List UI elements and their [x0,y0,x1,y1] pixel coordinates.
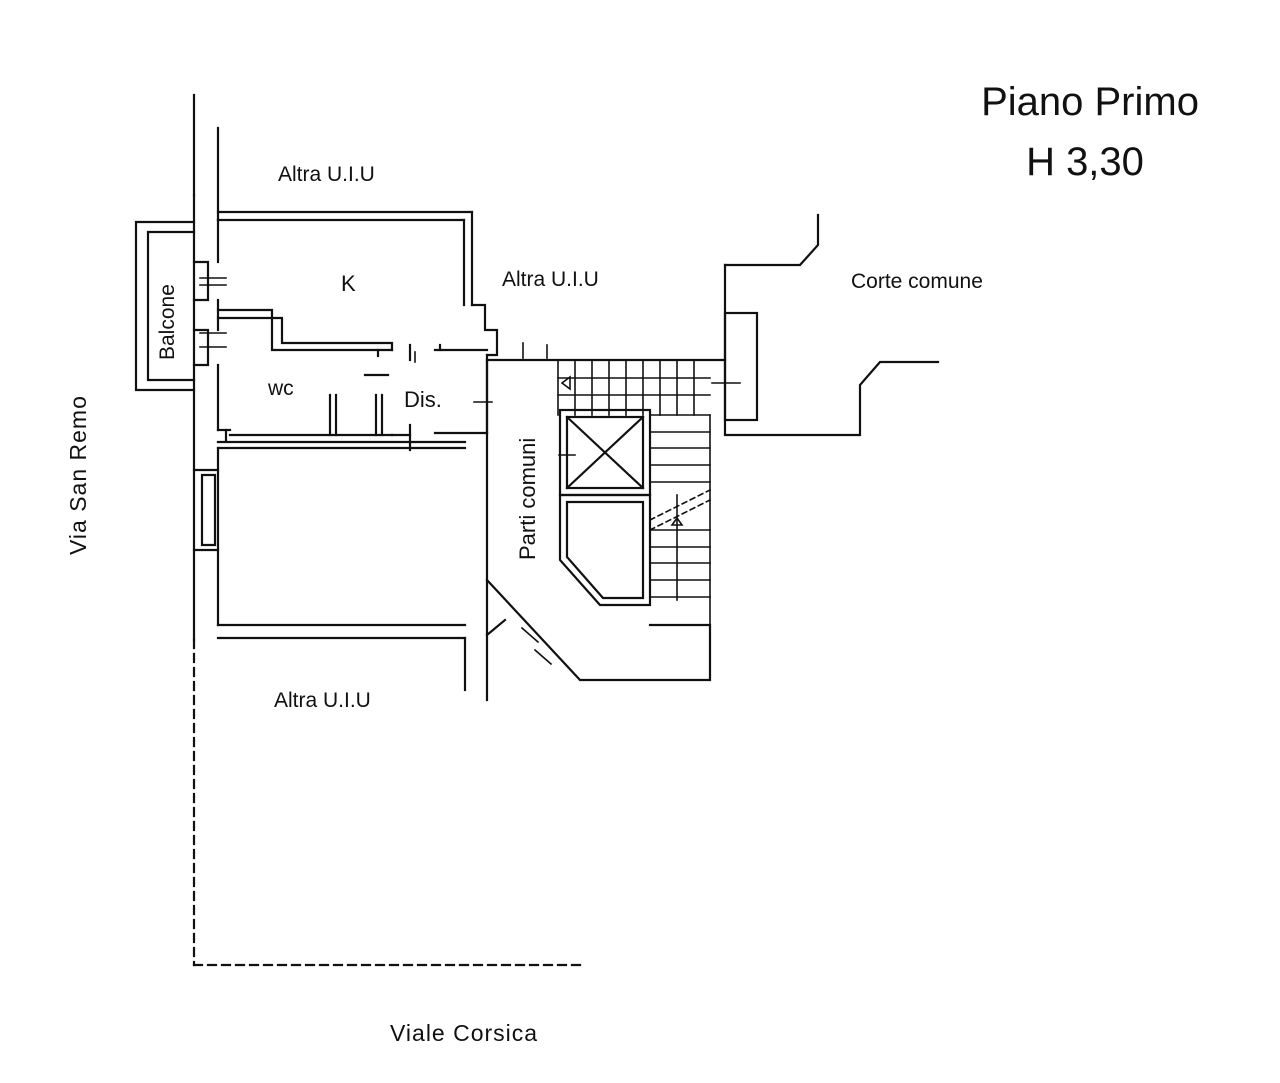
label-corte-comune: Corte comune [851,270,983,293]
courtyard-walls [723,213,940,437]
label-kitchen: K [341,271,356,296]
dashed-boundary [192,638,587,967]
left-boundary-line [192,93,220,642]
label-altra-uiu-mid: Altra U.I.U [502,268,599,291]
label-disimpegno: Dis. [404,387,442,412]
stair-treads [557,359,712,626]
label-wc: wc [268,377,294,400]
label-altra-uiu-top: Altra U.I.U [278,163,375,186]
street-viale-corsica: Viale Corsica [390,1020,539,1046]
door-marks [199,277,741,666]
floor-height: H 3,30 [1026,140,1144,184]
floor-title: Piano Primo [981,80,1199,124]
wc-walls [216,373,394,442]
label-parti-comuni: Parti comuni [515,437,540,560]
label-altra-uiu-bottom: Altra U.I.U [274,689,371,712]
apartment-walls [192,210,499,432]
balcony [134,220,196,392]
elevator-shaft [558,408,652,607]
lower-room [192,440,467,692]
label-balcone: Balcone [156,284,179,360]
street-via-san-remo: Via San Remo [65,395,91,555]
common-area-walls [485,358,727,702]
kitchen-wc-partition [216,308,394,358]
